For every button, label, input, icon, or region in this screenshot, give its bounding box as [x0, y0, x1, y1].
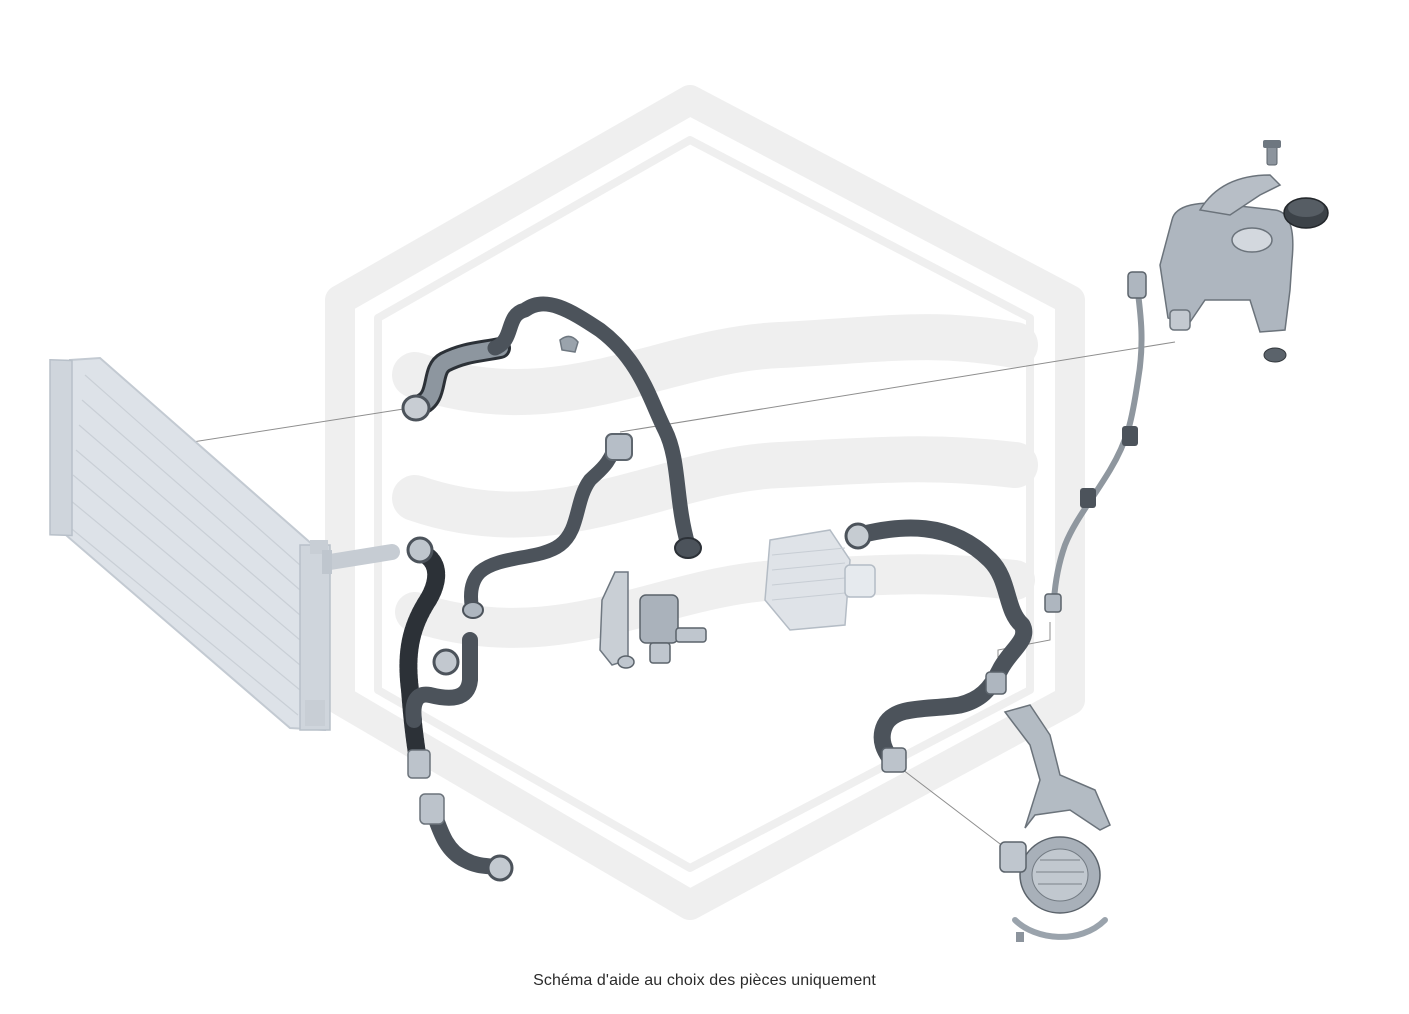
bleed-line	[1051, 282, 1145, 603]
cooler-hose-joint	[985, 671, 1007, 695]
oil-cooler-connector	[844, 564, 876, 598]
coolant-valve-outlet	[649, 642, 671, 664]
hose-clip	[559, 335, 579, 353]
coolant-valve-body	[639, 594, 679, 644]
watermark-logo	[325, 85, 1085, 920]
tank-outlet	[1169, 309, 1191, 331]
cap-icon	[1283, 197, 1329, 229]
cooler-hose	[851, 519, 1033, 771]
bleed-line-end-top	[1127, 271, 1147, 299]
middle-hose-end	[462, 601, 484, 619]
radiator-mount-bottom	[305, 700, 325, 726]
leader-line-pump	[889, 759, 1009, 851]
bottom-hose-end	[486, 854, 514, 882]
diagram-caption: Schéma d'aide au choix des pièces unique…	[533, 972, 876, 989]
tank-mount-arm	[1198, 174, 1282, 216]
radiator-side-tank-left	[49, 358, 73, 537]
valve-icon	[617, 594, 707, 669]
bleed-line-coupler-top	[1122, 426, 1138, 446]
hose-elbow	[405, 632, 478, 728]
middle-hose-connector	[605, 433, 633, 461]
middle-hose	[464, 433, 624, 615]
pipe-icon	[322, 544, 400, 574]
pump-bracket	[1003, 704, 1111, 831]
hose-icon	[462, 433, 633, 619]
upper-hose-long	[487, 296, 696, 553]
tank-filler-neck	[1231, 227, 1273, 253]
plug-icon	[1263, 347, 1287, 363]
upper-hose-short-end	[401, 394, 431, 422]
clip-icon	[559, 335, 579, 353]
tank-icon	[1159, 174, 1294, 333]
clamp-icon	[1012, 917, 1108, 942]
hose-icon	[487, 296, 702, 559]
lower-hose-top-end	[406, 536, 434, 564]
bleed-line-coupler-mid	[1080, 488, 1096, 508]
watermark-wave-3	[395, 554, 1035, 648]
valve-bracket	[599, 571, 629, 666]
hose-icon	[405, 632, 478, 728]
leader-line-tank	[619, 341, 1176, 433]
pump-icon	[999, 836, 1101, 914]
pump-inlet	[999, 841, 1027, 873]
pipe-flange	[322, 550, 332, 574]
watermark-hexagon-inner	[374, 136, 1034, 872]
hose-icon	[419, 793, 514, 882]
cooler-icon	[764, 529, 876, 631]
tank-plug	[1263, 347, 1287, 363]
hose-icon	[844, 519, 1033, 773]
cooler-hose-top-end	[844, 522, 872, 550]
bolt-icon	[1263, 140, 1281, 166]
bottom-hose-top-end	[419, 793, 445, 825]
radiator-outlet-pipe	[322, 544, 400, 570]
bleed-line-end-bottom	[1044, 593, 1062, 613]
hose-elbow-end	[432, 648, 460, 676]
watermark-wave-2	[392, 436, 1038, 538]
coolant-valve-port	[675, 627, 707, 643]
hose-icon	[401, 337, 511, 422]
radiator-icon	[49, 356, 332, 732]
watermark-wave-1	[392, 314, 1038, 416]
oil-cooler	[764, 529, 851, 631]
radiator-fins	[66, 374, 301, 716]
lower-hose-corrugated	[399, 543, 446, 769]
coolant-valve-nut	[617, 655, 635, 669]
radiator-core	[58, 356, 332, 732]
upper-hose-long-end	[674, 537, 702, 559]
watermark-hexagon-outer	[325, 85, 1085, 920]
radiator-side-tank-right	[299, 544, 331, 731]
bracket-icon	[1003, 704, 1111, 831]
pump-clamp	[1012, 917, 1108, 940]
lower-hose-bottom-end	[407, 749, 431, 779]
pipe-icon	[1044, 271, 1147, 613]
cooler-hose-bottom-end	[881, 747, 907, 773]
bracket-icon	[599, 571, 629, 666]
